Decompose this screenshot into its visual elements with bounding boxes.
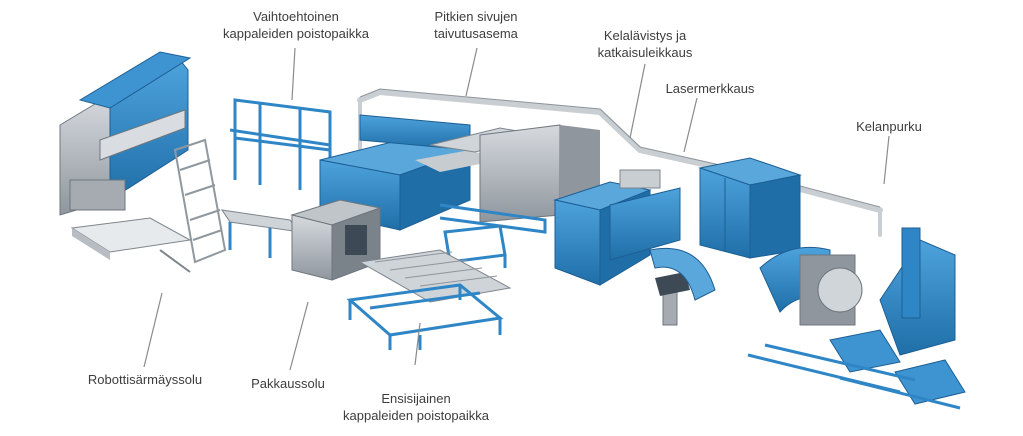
primary-unloading-conveyor <box>346 249 512 350</box>
curved-guard <box>649 247 716 301</box>
label-coil-straightening: Kelalävistys ja katkaisuleikkaus <box>580 27 710 61</box>
label-long-side-bending-line1: Pitkien sivujen <box>434 9 518 24</box>
label-alt-unloading-line2: kappaleiden poistopaikka <box>223 26 369 41</box>
label-long-side-bending: Pitkien sivujen taivutusasema <box>411 8 541 42</box>
label-coil-straightening-line2: katkaisuleikkaus <box>597 45 693 60</box>
label-primary-unloading: Ensisijainen kappaleiden poistopaikka <box>330 390 502 424</box>
uncoiler <box>759 227 956 356</box>
roller-conveyor-left <box>220 209 302 262</box>
label-robot-bending-cell-text: Robottisärmäyssolu <box>87 372 203 387</box>
label-long-side-bending-line2: taivutusasema <box>434 26 518 41</box>
leader-lines <box>143 47 890 371</box>
label-alt-unloading: Vaihtoehtoinen kappaleiden poistopaikka <box>214 8 378 42</box>
label-laser-marking: Lasermerkkaus <box>650 80 770 97</box>
robot-cell-frame <box>173 138 227 264</box>
label-primary-unloading-line2: kappaleiden poistopaikka <box>343 408 489 423</box>
coil-piercing-machine <box>553 169 681 286</box>
press-brake <box>59 51 192 216</box>
label-laser-marking-text: Lasermerkkaus <box>665 81 755 96</box>
label-packing-cell-text: Pakkaussolu <box>251 376 325 391</box>
control-stand <box>655 272 690 326</box>
label-alt-unloading-line1: Vaihtoehtoinen <box>253 9 339 24</box>
alt-unloading-frame <box>229 98 332 195</box>
long-side-bending-station <box>319 114 541 231</box>
packing-cell-cabinet <box>290 199 382 281</box>
label-uncoiling: Kelanpurku <box>847 118 931 135</box>
laser-marking-cabinets <box>698 157 802 259</box>
coil-cars <box>747 329 966 410</box>
label-packing-cell: Pakkaussolu <box>240 375 336 392</box>
label-uncoiling-text: Kelanpurku <box>856 119 922 134</box>
label-primary-unloading-line1: Ensisijainen <box>381 391 451 406</box>
label-coil-straightening-line1: Kelalävistys ja <box>603 28 687 43</box>
label-robot-bending-cell: Robottisärmäyssolu <box>70 371 220 388</box>
robot-table <box>70 217 192 273</box>
